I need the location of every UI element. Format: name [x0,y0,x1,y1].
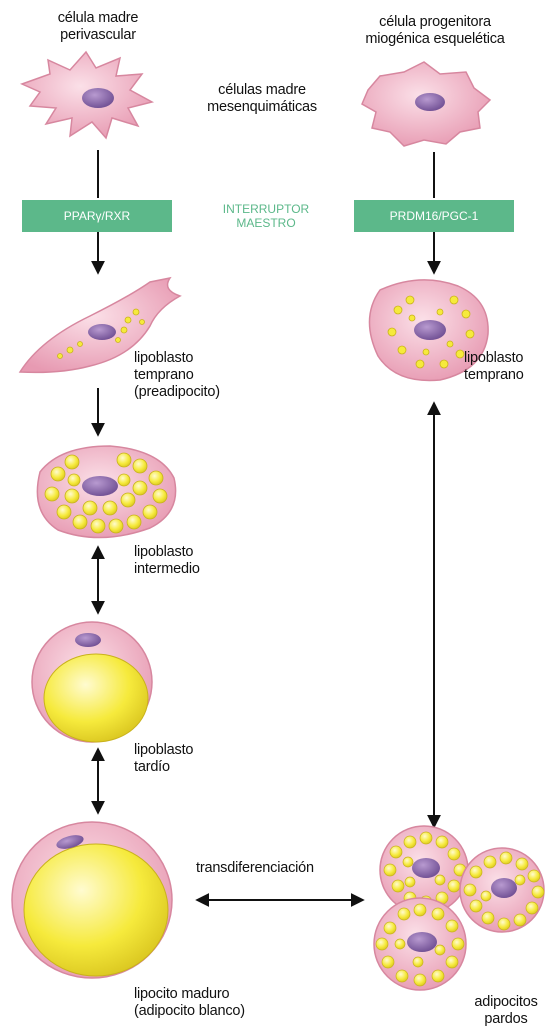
label-late-lipoblast: lipoblasto tardío [134,742,193,776]
master-switch-box-left: PPARγ/RXR [22,200,172,232]
label-perivascular-stem-cell: célula madre perivascular [20,10,176,44]
label-myogenic-progenitor: célula progenitora miogénica esquelética [328,14,542,48]
label-early-lipoblast-white: lipoblasto temprano (preadipocito) [134,350,220,401]
late-lipoblast-cell [32,622,152,742]
nucleus-icon [75,633,101,647]
nucleus-icon [414,320,446,340]
label-transdifferentiation: transdiferenciación [196,860,314,877]
mature-white-adipocyte-cell [12,822,172,978]
brown-adipocyte-cell-bottom [374,898,466,990]
label-early-lipoblast-brown: lipoblasto temprano [464,350,524,384]
perivascular-stem-cell [22,52,152,138]
master-switch-label: INTERRUPTOR MAESTRO [196,202,336,230]
nucleus-icon [82,88,114,108]
label-intermediate-lipoblast: lipoblasto intermedio [134,544,200,578]
nucleus-icon [491,878,517,898]
intermediate-lipoblast-cell [37,446,175,538]
myogenic-progenitor-cell [362,62,490,146]
nucleus-icon [412,858,440,878]
brown-adipocyte-cell-right [460,848,544,932]
nucleus-icon [82,476,118,496]
nucleus-icon [407,932,437,952]
master-switch-box-right: PRDM16/PGC-1 [354,200,514,232]
label-mature-lipocyte: lipocito maduro (adipocito blanco) [134,986,245,1020]
nucleus-icon [415,93,445,111]
brown-adipocytes-cluster [374,826,544,990]
nucleus-icon [88,324,116,340]
label-mesenchymal-stem-cells: células madre mesenquimáticas [176,82,348,116]
label-brown-adipocytes: adipocitos pardos [456,994,556,1028]
